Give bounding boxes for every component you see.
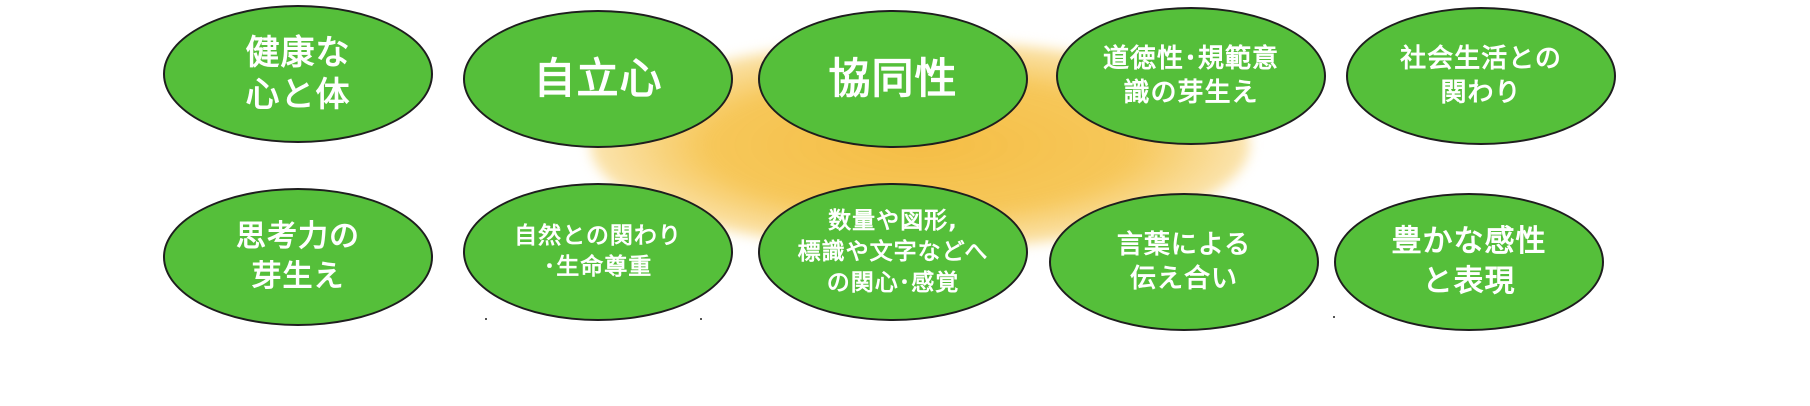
oval-thinking-ability: 思考力の 芽生え (163, 188, 433, 326)
oval-numbers-shapes-letters: 数量や図形, 標識や文字などへ の関心･感覚 (758, 183, 1028, 321)
connector-dot (1333, 316, 1335, 318)
oval-social-life: 社会生活との 関わり (1346, 7, 1616, 145)
oval-morality-norms: 道徳性･規範意 識の芽生え (1056, 7, 1326, 145)
connector-dot (700, 318, 702, 320)
oval-nature-life-respect: 自然との関わり ･生命尊重 (463, 183, 733, 321)
oval-verbal-communication: 言葉による 伝え合い (1049, 193, 1319, 331)
oval-independence: 自立心 (463, 10, 733, 148)
connector-dot (485, 318, 487, 320)
oval-healthy-mind-body: 健康な 心と体 (163, 5, 433, 143)
oval-cooperation: 協同性 (758, 10, 1028, 148)
oval-sensibility-expression: 豊かな感性 と表現 (1334, 193, 1604, 331)
